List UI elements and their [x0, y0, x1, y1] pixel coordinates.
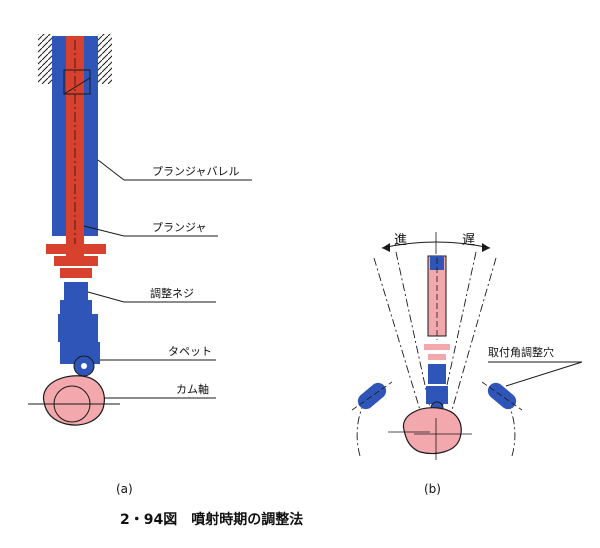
label-adjusting-screw: 調整ネジ: [150, 286, 194, 300]
pump-seat-b: [428, 354, 446, 360]
pump-screw-b: [428, 364, 446, 384]
label-retard: 遅: [462, 233, 475, 248]
arc-arrow-left: [382, 243, 390, 252]
figure-caption: 2・94図 噴射時期の調整法: [120, 511, 303, 528]
arc-arrow-right: [482, 243, 490, 252]
adjusting-screw: [64, 282, 88, 302]
sublabel-b: (b): [424, 482, 441, 496]
plunger-helix-edge: [63, 77, 91, 95]
leader-plunger: [83, 225, 125, 237]
housing-hatch-left: [38, 34, 52, 84]
spring-seat-upper: [54, 256, 98, 266]
pump-flange-b: [424, 344, 450, 350]
tappet-roller-pin: [81, 363, 87, 369]
adjust-hole-left: [351, 381, 393, 411]
label-plunger: プランジャ: [152, 221, 206, 234]
cam-lobe-b: [402, 407, 462, 455]
label-adjust-hole: 取付角調整穴: [488, 345, 554, 359]
plunger-helix: [63, 69, 91, 95]
leader-barrel: [97, 159, 125, 181]
diagram-b: 進 遅 取付角調整穴 (b): [351, 232, 583, 496]
label-advance: 進: [394, 233, 407, 248]
adjust-hole-right: [481, 381, 523, 411]
label-camshaft: カム軸: [176, 382, 209, 396]
label-tappet: タペット: [168, 345, 212, 358]
leader-hole: [505, 361, 583, 387]
advance-guide: [373, 251, 431, 411]
tappet-body: [58, 314, 98, 342]
label-plunger-barrel: プランジャバレル: [152, 165, 239, 178]
cam-lobe: [43, 375, 105, 426]
spring-seat-lower: [60, 268, 92, 278]
retard-guide: [441, 251, 497, 411]
sublabel-a: (a): [116, 482, 133, 496]
lock-nut: [60, 300, 92, 314]
pump-tappet-b: [426, 386, 448, 404]
diagram-a: プランジャバレル プランジャ 調整ネジ タペット カム軸 (a): [28, 34, 252, 496]
plunger-flange: [46, 244, 106, 254]
leader-screw: [87, 291, 125, 303]
housing-hatch-right: [98, 34, 112, 84]
